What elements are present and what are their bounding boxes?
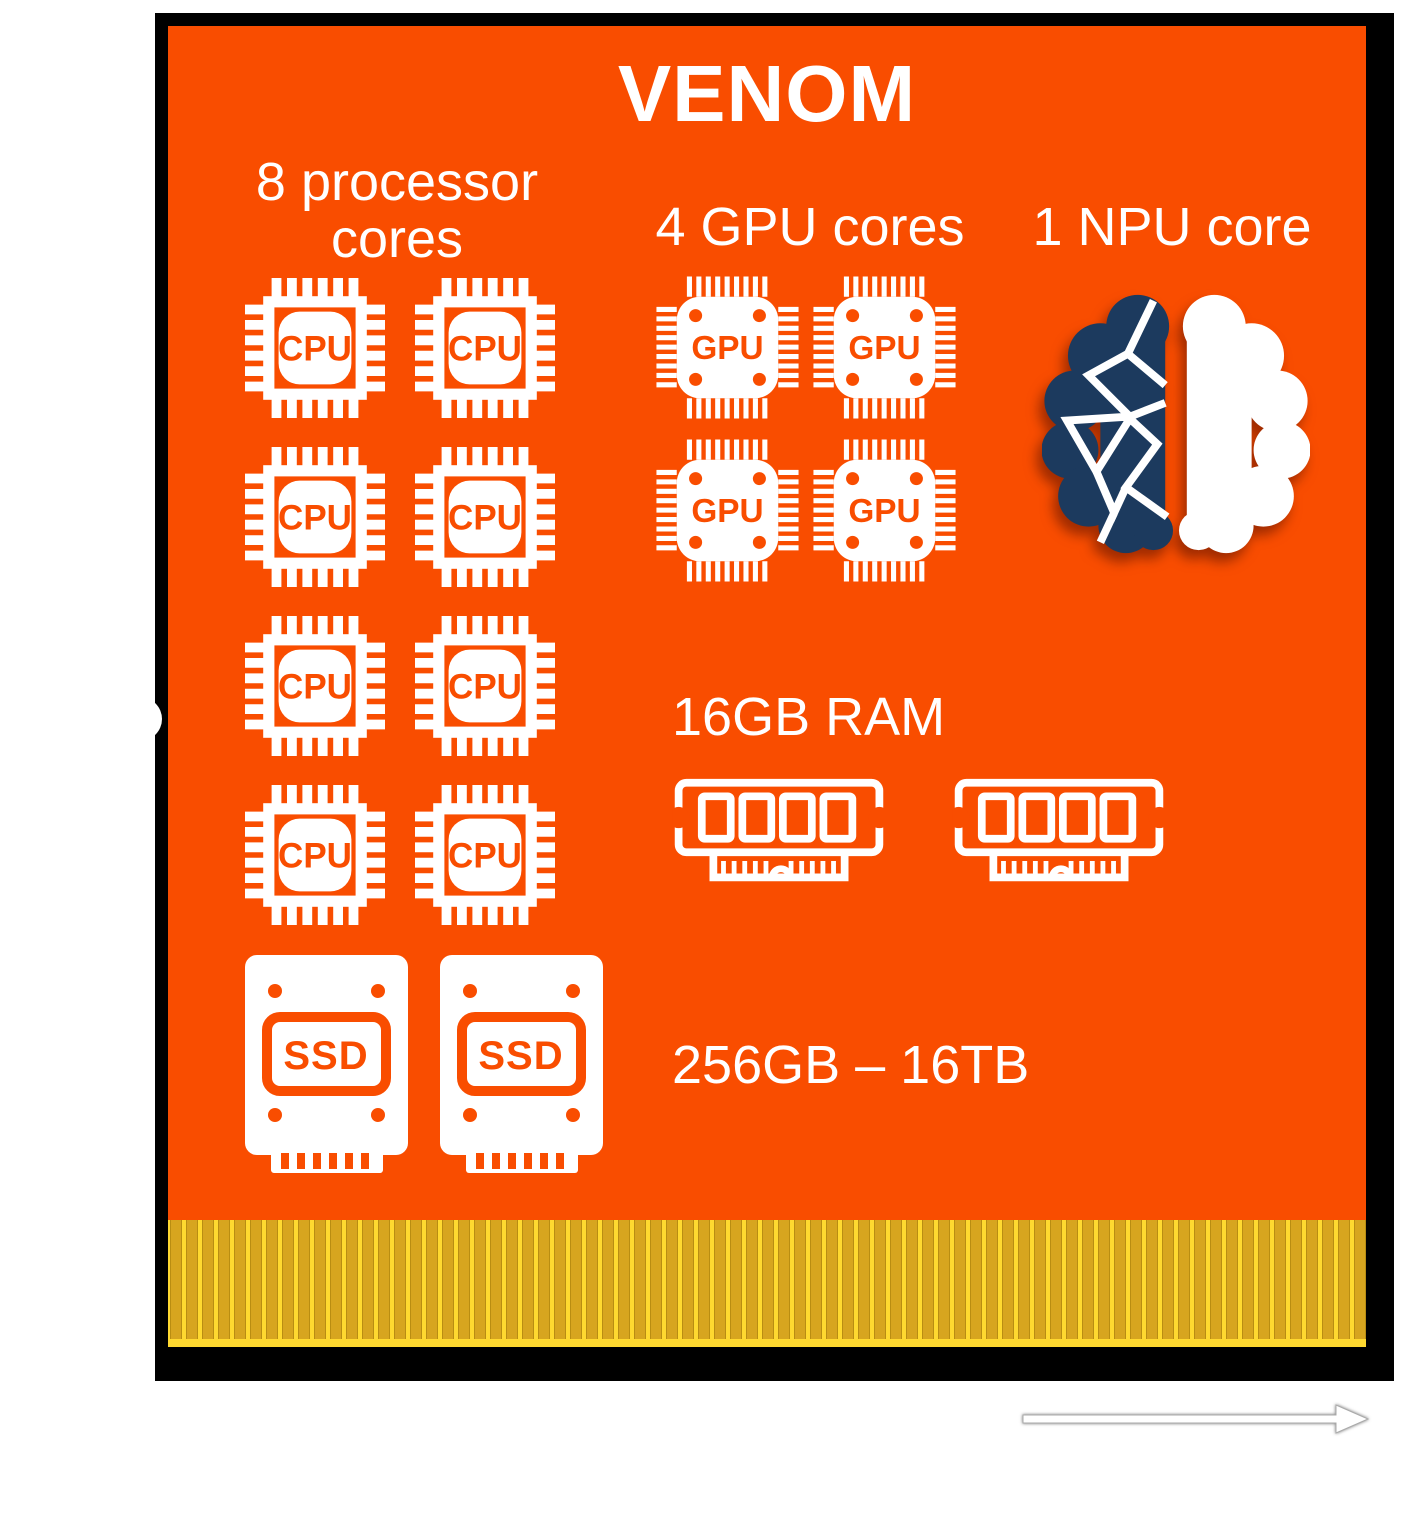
- cpu-label-line1: 8 processor: [255, 152, 539, 212]
- storage-capacity-label: 256GB – 16TB: [672, 1035, 1030, 1095]
- ssd-drive-icon: [440, 955, 603, 1175]
- board-edge-notch: [118, 697, 162, 741]
- cpu-chip-icon: [245, 278, 385, 418]
- cpu-section-label: 8 processor cores: [187, 154, 607, 268]
- cpu-chip-icon: [245, 616, 385, 756]
- brain-right-half: [1178, 294, 1310, 554]
- neural-network-lines: [1060, 299, 1170, 544]
- gold-edge-connector: [168, 1220, 1366, 1347]
- gpu-chip-icon: [655, 275, 800, 420]
- cpu-chip-icon: [245, 785, 385, 925]
- ram-module-icon: [950, 777, 1168, 888]
- ram-module-row: [670, 777, 1168, 888]
- cpu-core-grid: [245, 278, 555, 925]
- gpu-chip-icon: [812, 438, 957, 583]
- ssd-drive-icon: [245, 955, 408, 1175]
- cpu-chip-icon: [415, 616, 555, 756]
- cpu-chip-icon: [415, 278, 555, 418]
- right-arrow-icon: [1022, 1404, 1370, 1434]
- npu-brain-icon: [1042, 294, 1310, 554]
- cpu-chip-icon: [245, 447, 385, 587]
- brain-left-half: [1042, 294, 1174, 554]
- gpu-chip-icon: [655, 438, 800, 583]
- gpu-chip-icon: [812, 275, 957, 420]
- gpu-core-grid: [655, 275, 957, 583]
- ssd-drive-row: [245, 955, 603, 1175]
- circuit-board: VENOM 8 processor cores 4 GPU cores 1 NP…: [155, 13, 1394, 1381]
- connector-pins: [168, 1220, 1366, 1339]
- gpu-section-label: 4 GPU cores: [655, 197, 965, 257]
- page-title: VENOM: [617, 49, 917, 138]
- cpu-label-line2: cores: [330, 209, 464, 269]
- ram-module-icon: [670, 777, 888, 888]
- ram-section-label: 16GB RAM: [672, 687, 946, 747]
- cpu-chip-icon: [415, 447, 555, 587]
- cpu-chip-icon: [415, 785, 555, 925]
- npu-section-label: 1 NPU core: [1032, 197, 1312, 257]
